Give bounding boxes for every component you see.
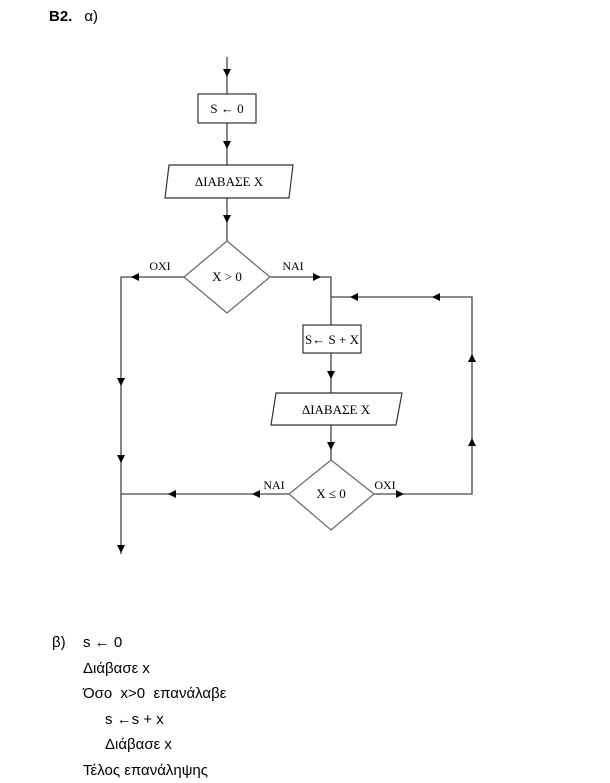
- yes-branch-line: [270, 277, 331, 325]
- arrow-left-icon: [168, 490, 176, 498]
- arrow-down-icon: [223, 69, 231, 77]
- arrow-down-icon: [223, 141, 231, 149]
- arrow-down-icon: [117, 378, 125, 386]
- code-line: Όσο x>0 επανάλαβε: [52, 681, 226, 707]
- init-text: S ← 0: [210, 101, 243, 116]
- arrow-right-icon: [396, 490, 404, 498]
- arrow-down-icon: [327, 371, 335, 379]
- arrow-down-icon: [117, 455, 125, 463]
- code-line-text: s ← 0: [83, 634, 122, 651]
- read-1-text: ΔΙΑΒΑΣΕ Χ: [195, 174, 264, 189]
- arrow-left-icon: [252, 490, 260, 498]
- code-line: Τέλος επανάληψης: [52, 758, 226, 783]
- no-branch-line: [121, 277, 184, 554]
- code-line: β)s ← 0: [52, 630, 226, 656]
- arrow-up-icon: [468, 438, 476, 446]
- condition-2-text: Χ ≤ 0: [316, 486, 346, 501]
- arrow-down-icon: [223, 215, 231, 223]
- cond1-yes-label: ΝΑΙ: [282, 259, 303, 273]
- code-line: s ←s + x: [52, 707, 226, 733]
- pseudocode-block: β)s ← 0 Διάβασε x Όσο x>0 επανάλαβε s ←s…: [52, 630, 226, 783]
- arrow-down-icon: [117, 545, 125, 553]
- arrow-up-icon: [468, 354, 476, 362]
- cond2-yes-label: ΝΑΙ: [263, 478, 284, 492]
- arrow-left-icon: [350, 293, 358, 301]
- arrow-right-icon: [313, 273, 321, 281]
- cond2-no-label: ΟΧΙ: [374, 478, 395, 492]
- read-2-text: ΔΙΑΒΑΣΕ Χ: [302, 402, 371, 417]
- arrow-down-icon: [327, 442, 335, 450]
- code-line: Διάβασε x: [52, 656, 226, 682]
- arrow-left-icon: [131, 273, 139, 281]
- sum-text: S← S + X: [305, 332, 360, 347]
- cond1-no-label: ΟΧΙ: [149, 259, 170, 273]
- code-line: Διάβασε x: [52, 732, 226, 758]
- condition-1-text: Χ > 0: [212, 269, 242, 284]
- arrow-left-icon: [432, 293, 440, 301]
- part-b-label: β): [52, 630, 83, 656]
